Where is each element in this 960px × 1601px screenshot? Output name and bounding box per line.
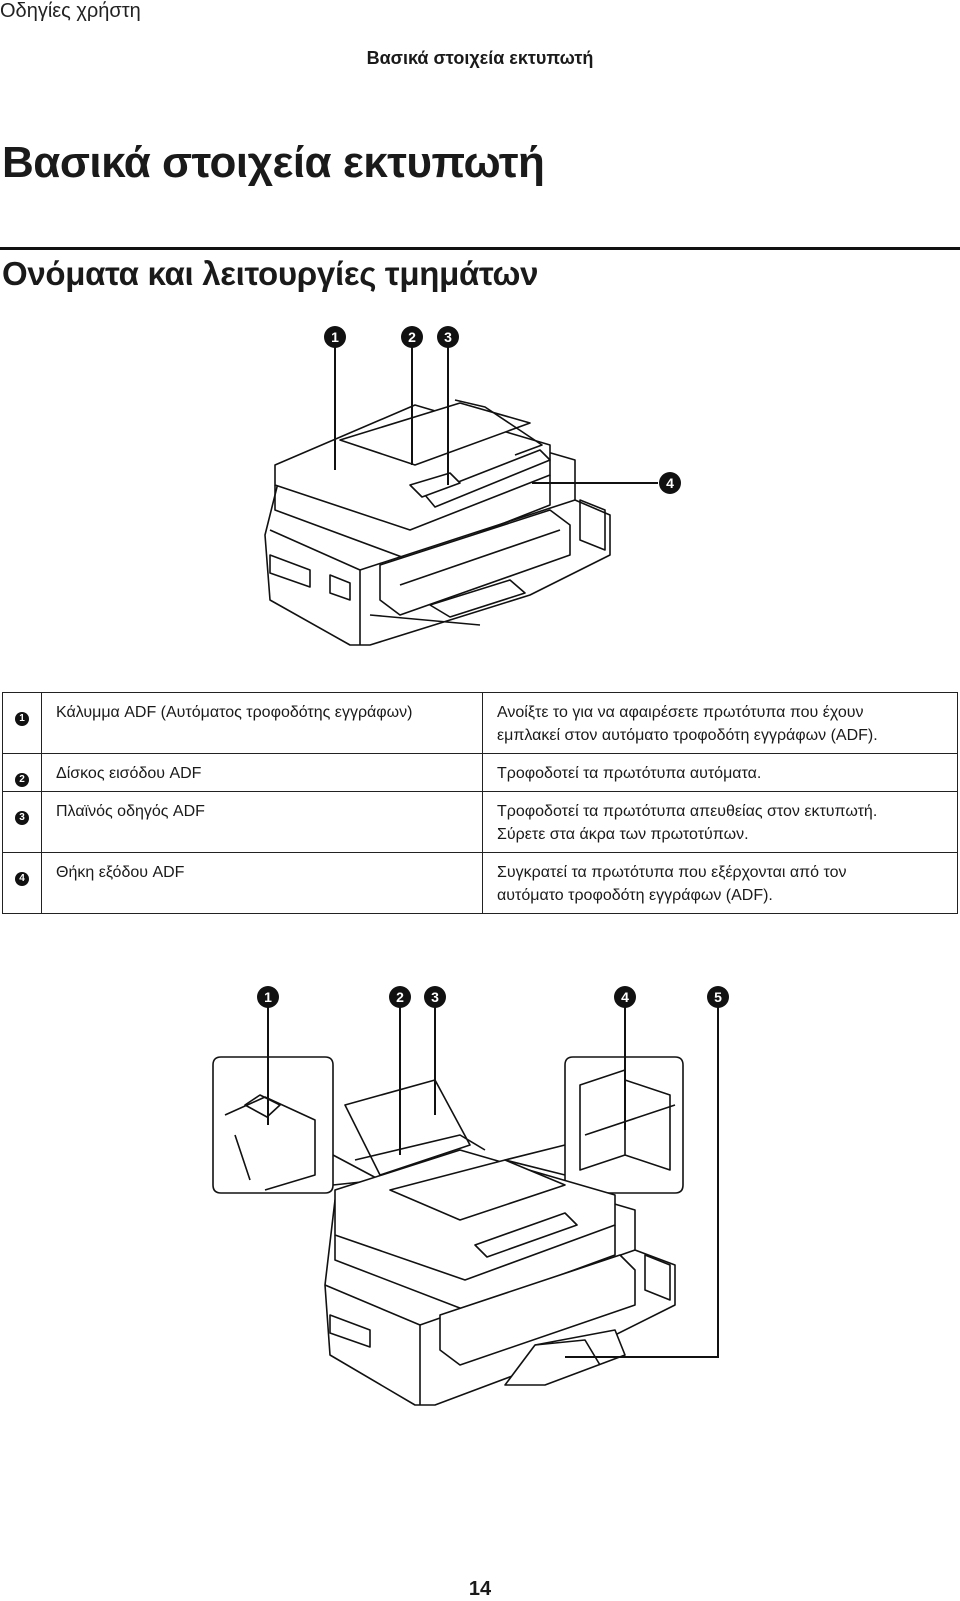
parts-table: 1 Κάλυμμα ADF (Αυτόματος τροφοδότης εγγρ… (2, 692, 958, 914)
table-row: 1 Κάλυμμα ADF (Αυτόματος τροφοδότης εγγρ… (2, 692, 958, 754)
table-row: 4 Θήκη εξόδου ADF Συγκρατεί τα πρωτότυπα… (2, 852, 958, 914)
part-name: Θήκη εξόδου ADF (41, 852, 483, 914)
part-description: Συγκρατεί τα πρωτότυπα που εξέρχονται απ… (482, 852, 958, 914)
callout-badge-3: 3 (424, 986, 446, 1008)
section-subtitle: Ονόματα και λειτουργίες τμημάτων (2, 255, 539, 292)
callout-badge-2: 2 (389, 986, 411, 1008)
part-description: Τροφοδοτεί τα πρωτότυπα απευθείας στον ε… (482, 791, 958, 853)
svg-text:2: 2 (396, 989, 404, 1005)
title-divider (0, 247, 960, 250)
running-header: Οδηγίες χρήστη (0, 0, 141, 22)
part-name: Δίσκος εισόδου ADF (41, 753, 483, 792)
part-description: Ανοίξτε το για να αφαιρέσετε πρωτότυπα π… (482, 692, 958, 754)
leader-lines (267, 1007, 719, 1358)
svg-text:1: 1 (264, 989, 272, 1005)
part-name: Κάλυμμα ADF (Αυτόματος τροφοδότης εγγράφ… (41, 692, 483, 754)
item-number-badge: 3 (15, 811, 29, 825)
svg-text:5: 5 (714, 989, 722, 1005)
item-number-badge: 1 (15, 712, 29, 726)
page-title: Βασικά στοιχεία εκτυπωτή (2, 138, 545, 187)
svg-text:3: 3 (444, 329, 452, 345)
svg-text:2: 2 (408, 329, 416, 345)
callout-badge-1: 1 (257, 986, 279, 1008)
item-number-badge: 4 (15, 872, 29, 886)
printer-adf-illustration (264, 399, 611, 646)
callout-badges: 1 2 3 4 (324, 326, 681, 494)
printer-adf-figure: 1 2 3 4 (264, 326, 681, 646)
printer-paper-figure: 1 2 3 4 5 (212, 986, 729, 1406)
svg-text:1: 1 (331, 329, 339, 345)
item-number-badge: 2 (15, 773, 29, 787)
svg-text:4: 4 (621, 989, 629, 1005)
callout-badge-1: 1 (324, 326, 346, 348)
part-name: Πλαϊνός οδηγός ADF (41, 791, 483, 853)
part-description: Τροφοδοτεί τα πρωτότυπα αυτόματα. (482, 753, 958, 792)
callout-badge-4: 4 (659, 472, 681, 494)
leader-line-5 (565, 1007, 719, 1358)
callout-badges: 1 2 3 4 5 (257, 986, 729, 1008)
printer-paper-illustration (212, 1056, 684, 1406)
svg-text:3: 3 (431, 989, 439, 1005)
callout-badge-5: 5 (707, 986, 729, 1008)
section-header: Βασικά στοιχεία εκτυπωτή (366, 48, 594, 68)
leader-lines (334, 347, 658, 485)
page-number: 14 (468, 1578, 492, 1600)
callout-badge-2: 2 (401, 326, 423, 348)
svg-text:4: 4 (666, 475, 674, 491)
callout-badge-4: 4 (614, 986, 636, 1008)
table-row: 3 Πλαϊνός οδηγός ADF Τροφοδοτεί τα πρωτό… (2, 791, 958, 853)
table-row: 2 Δίσκος εισόδου ADF Τροφοδοτεί τα πρωτό… (2, 753, 958, 792)
callout-badge-3: 3 (437, 326, 459, 348)
